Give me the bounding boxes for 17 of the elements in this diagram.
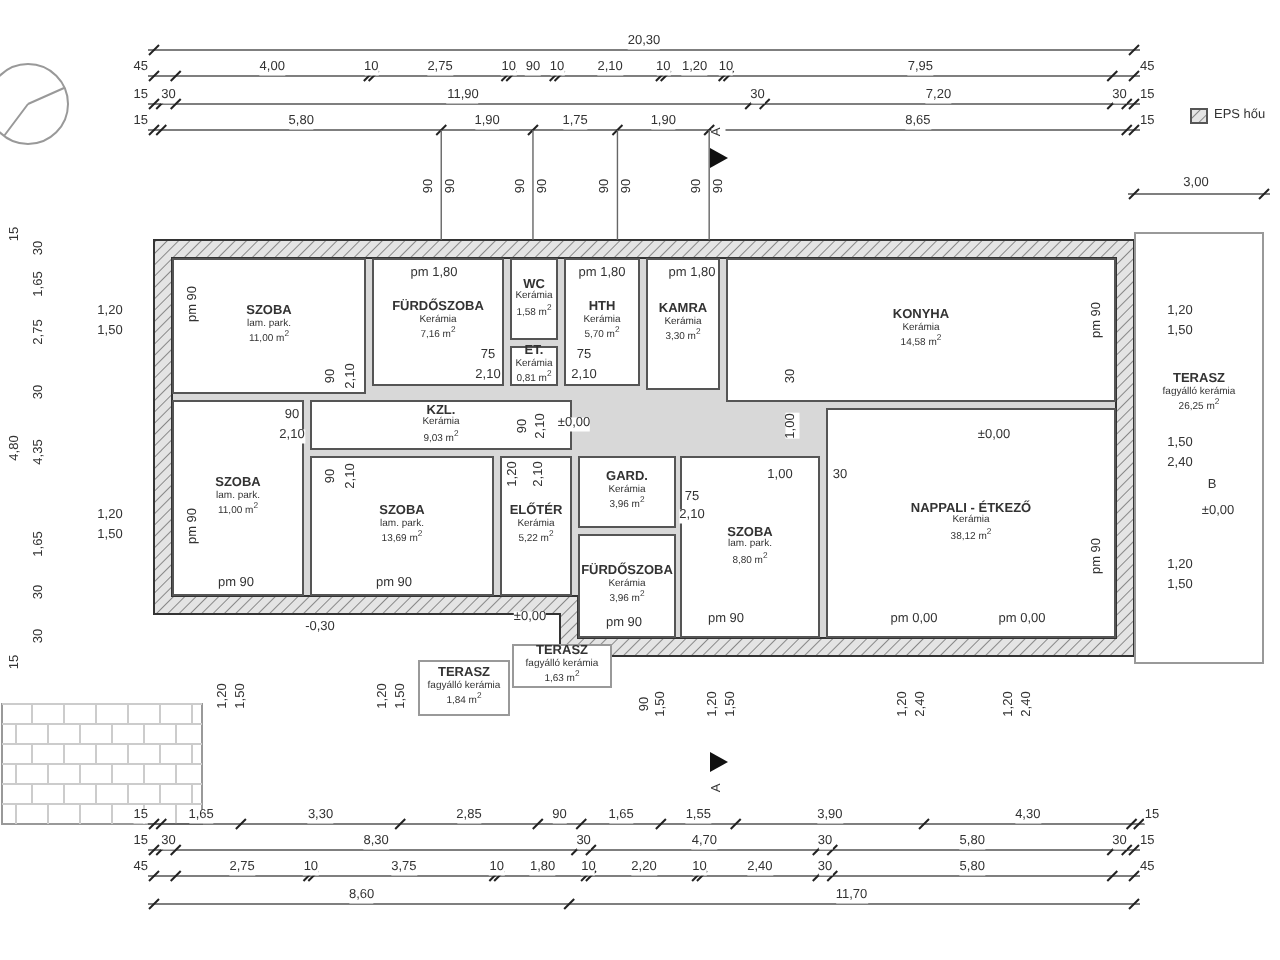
room bbox=[310, 456, 494, 596]
room bbox=[578, 456, 676, 528]
terrace bbox=[1134, 232, 1264, 664]
terrace bbox=[418, 660, 510, 716]
room bbox=[726, 258, 1116, 402]
room bbox=[500, 456, 572, 596]
room bbox=[172, 258, 366, 394]
room bbox=[826, 408, 1116, 638]
room bbox=[510, 346, 558, 386]
room bbox=[172, 400, 304, 596]
room bbox=[372, 258, 504, 386]
room bbox=[680, 456, 820, 638]
room bbox=[564, 258, 640, 386]
room bbox=[646, 258, 720, 390]
room bbox=[578, 534, 676, 638]
room bbox=[510, 258, 558, 340]
terrace bbox=[512, 644, 612, 688]
